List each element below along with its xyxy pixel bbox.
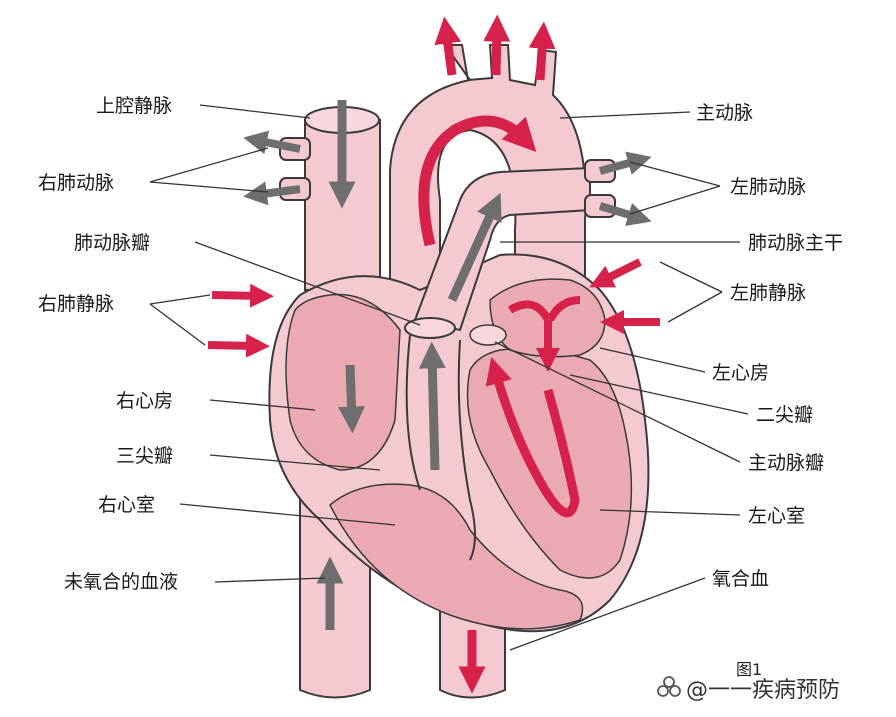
flow-rv-up-arrow [418, 341, 446, 471]
label-right-atrium: 右心房 [116, 390, 174, 412]
label-tricuspid-valve: 三尖瓣 [116, 445, 174, 467]
flow-aortic-arch-arrow [418, 115, 537, 247]
leader-aortic-valve [494, 341, 741, 463]
leader-left-pa-2 [629, 185, 721, 215]
label-pulmonary-trunk: 肺动脉主干 [748, 232, 844, 254]
leader-right-atrium [209, 399, 316, 411]
watermark-text: @一一疾病预防 [686, 678, 841, 703]
watermark: @一一疾病预防 [656, 672, 840, 704]
flow-top-arrow-3 [528, 21, 556, 81]
leader-left-pa-1 [629, 161, 721, 187]
label-oxygenated-blood: 氧合血 [712, 568, 770, 590]
leader-right-pa-2 [149, 181, 269, 193]
flow-right-pv-lower-arrow [207, 333, 270, 358]
flow-left-pa-lower-arrow [598, 202, 652, 227]
flow-left-pv-upper-arrow [589, 258, 642, 288]
label-left-pulmonary-artery: 左肺动脉 [730, 176, 807, 198]
flow-la-arrows [507, 296, 581, 360]
figure-caption: 图1 [736, 660, 763, 679]
flow-right-pa-lower-arrow [243, 181, 301, 206]
flow-trunk-arrow [447, 192, 502, 302]
flow-right-pv-upper-arrow [211, 283, 274, 308]
leader-svc [199, 104, 311, 119]
leader-left-pv-1 [659, 261, 723, 293]
label-left-ventricle: 左心室 [748, 505, 806, 527]
label-right-pulmonary-artery: 右肺动脉 [38, 172, 115, 194]
flow-top-arrow-1 [434, 16, 462, 76]
septum [457, 339, 476, 561]
leader-mitral [569, 374, 749, 415]
label-left-atrium: 左心房 [712, 362, 770, 384]
flower-logo-icon [657, 676, 681, 697]
leader-oxy [509, 577, 706, 651]
label-superior-vena-cava: 上腔静脉 [96, 95, 173, 117]
leader-right-ventricle [179, 503, 396, 526]
label-aortic-valve: 主动脉瓣 [748, 452, 825, 474]
label-mitral-valve: 二尖瓣 [756, 404, 814, 426]
label-right-ventricle: 右心室 [98, 494, 156, 516]
leader-tricuspid [209, 454, 381, 471]
right-ventricle-chamber [329, 483, 584, 630]
leader-right-pv-1 [149, 294, 211, 305]
label-aorta: 主动脉 [696, 102, 754, 124]
label-pulmonary-valve: 肺动脉瓣 [74, 232, 151, 254]
right-atrium-chamber [285, 293, 401, 471]
leader-right-pv-2 [149, 303, 206, 346]
leader-left-pv-2 [667, 291, 723, 323]
leader-aorta [559, 111, 691, 119]
flow-lv-arrow [485, 357, 580, 518]
flow-right-pa-upper-arrow [243, 130, 301, 155]
flow-top-arrow-2 [483, 14, 511, 76]
label-right-pulmonary-vein: 右肺静脉 [38, 293, 115, 315]
pulmonary-valve-ring [404, 317, 456, 339]
leader-pulmonary-valve [194, 241, 421, 326]
leader-left-ventricle [599, 509, 741, 516]
leader-right-pa-1 [149, 147, 269, 183]
leader-left-atrium [599, 347, 706, 373]
flow-ra-arrow [338, 364, 366, 434]
aortic-valve-ring [469, 324, 507, 346]
flow-left-pa-upper-arrow [598, 151, 652, 175]
septum-inner [405, 334, 421, 491]
label-deoxygenated-blood: 未氧合的血液 [64, 571, 179, 593]
leader-deoxy [214, 577, 326, 583]
label-left-pulmonary-vein: 左肺静脉 [730, 282, 807, 304]
